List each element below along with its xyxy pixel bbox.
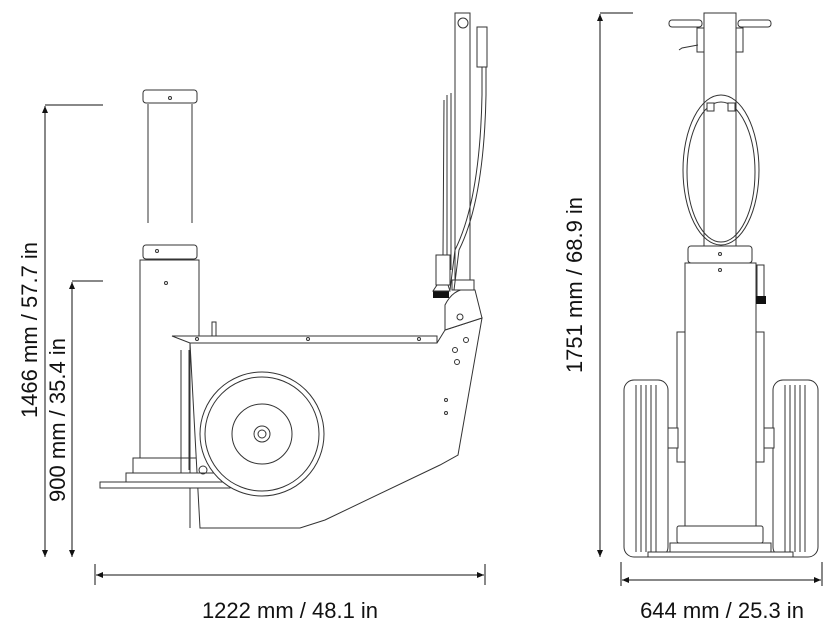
front-base xyxy=(647,551,794,558)
front-cap xyxy=(687,245,753,264)
dimension-min-height xyxy=(69,280,103,557)
base-collar xyxy=(132,457,182,474)
right-handle-grip xyxy=(737,19,772,28)
lower-ram-cap xyxy=(142,244,198,260)
front-width-label: 644 mm / 25.3 in xyxy=(640,598,804,623)
hose-connector xyxy=(476,26,488,68)
dimension-max-height xyxy=(42,104,103,557)
min-height-label: 900 mm / 35.4 in xyxy=(45,338,70,502)
front-column xyxy=(703,12,737,247)
max-height-label: 1466 mm / 57.7 in xyxy=(17,241,42,419)
dimension-side-length xyxy=(94,564,486,585)
front-body xyxy=(684,262,757,548)
base-plate xyxy=(99,481,231,489)
left-handle-grip xyxy=(668,19,703,28)
side-length-label: 1222 mm / 48.1 in xyxy=(201,598,379,623)
front-view-jack xyxy=(623,12,819,558)
front-left-wheel xyxy=(623,379,679,558)
side-wheel xyxy=(199,371,325,497)
front-right-wheel xyxy=(763,379,819,558)
front-height-label: 1751 mm / 68.9 in xyxy=(562,196,587,374)
dimension-front-height xyxy=(597,12,633,557)
side-view-jack xyxy=(99,12,488,529)
dimension-front-width xyxy=(620,562,823,586)
